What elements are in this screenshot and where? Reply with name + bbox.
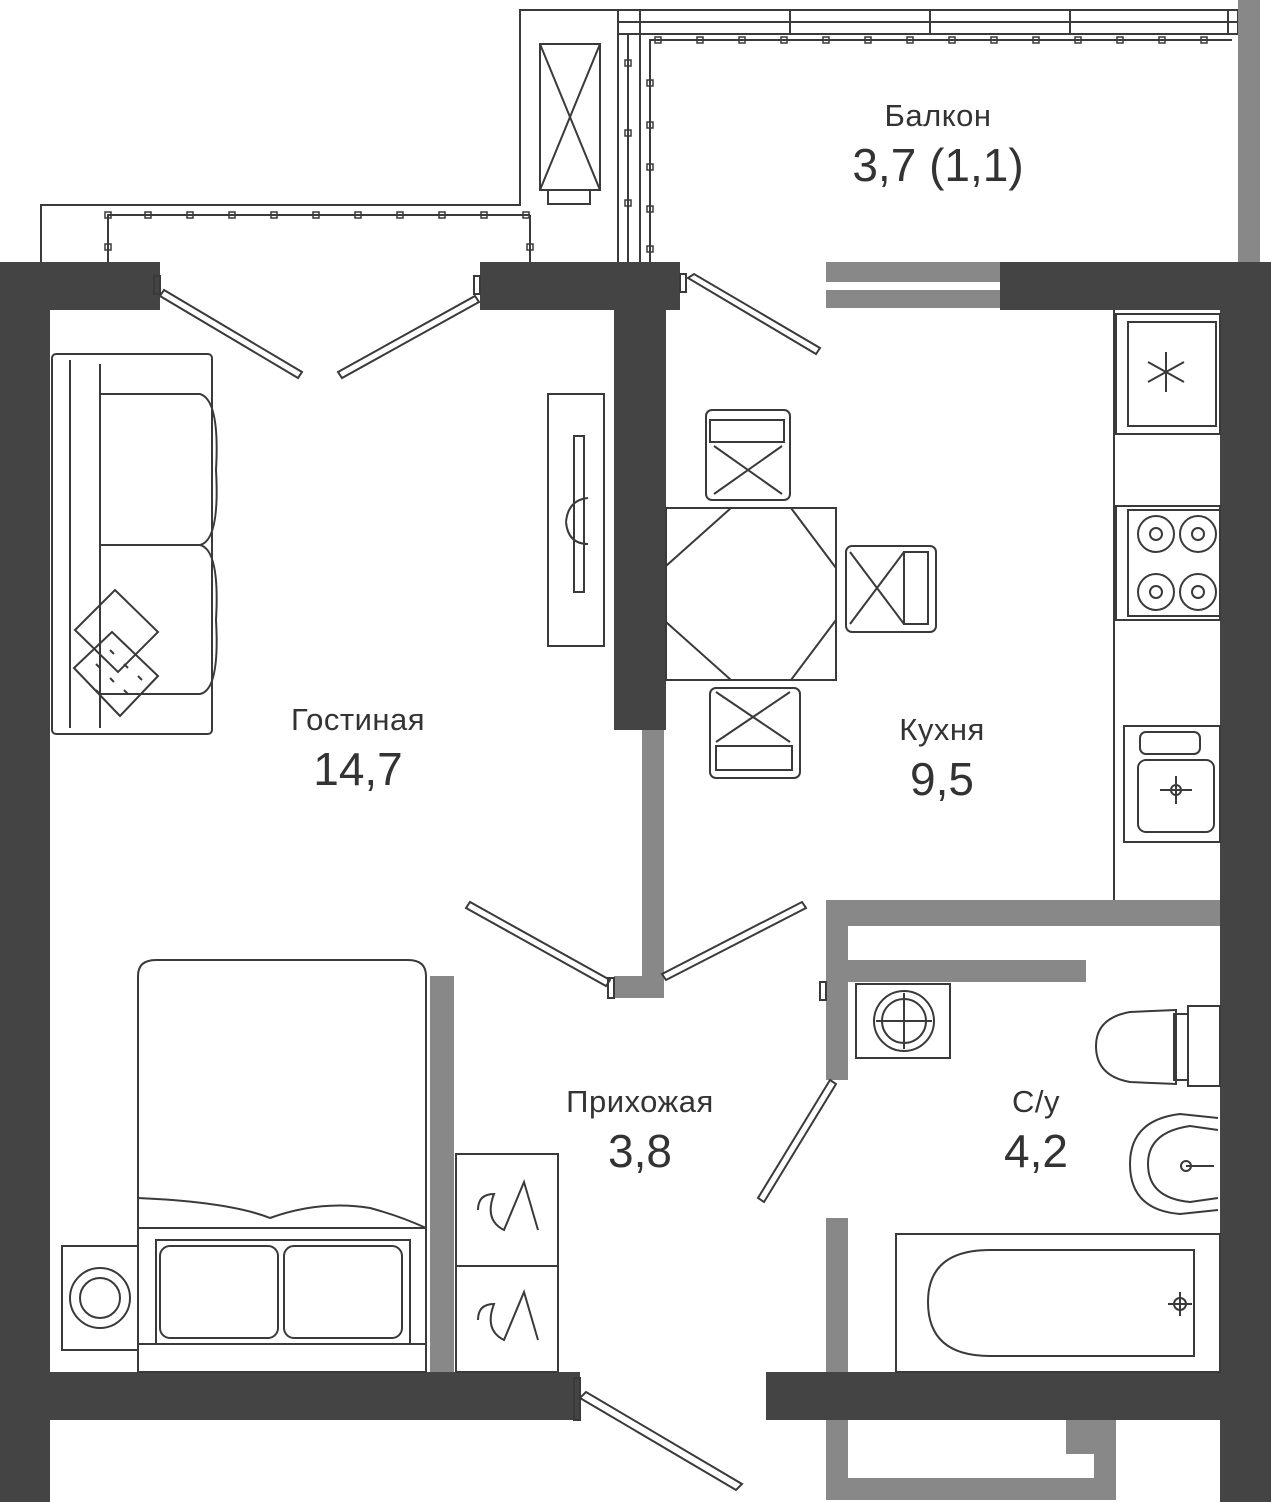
room-area: 9,5 (910, 753, 974, 805)
room-label-living: Гостиная 14,7 (258, 702, 458, 796)
stove-icon (1115, 505, 1221, 621)
tv-icon (547, 393, 605, 647)
room-label-balcony: Балкон 3,7 (1,1) (838, 98, 1038, 192)
wardrobe-icon (455, 1153, 559, 1373)
partition-walls (430, 0, 1260, 1500)
balcony-frame (40, 9, 1239, 262)
room-name: Гостиная (290, 702, 426, 737)
kitchen-sink-icon (1123, 725, 1221, 843)
bathtub-icon (895, 1233, 1221, 1373)
washing-machine-icon (61, 1245, 139, 1351)
room-area: 14,7 (313, 743, 403, 795)
bed-icon (137, 959, 427, 1373)
fridge-icon (1115, 313, 1221, 435)
room-label-bath: С/у 4,2 (936, 1084, 1136, 1178)
room-name: Балкон (884, 98, 992, 133)
room-area: 3,8 (608, 1125, 672, 1177)
cushion-icon (72, 588, 160, 718)
vent-shaft (852, 926, 1062, 960)
washing-machine-icon (855, 983, 951, 1059)
air-conditioner-icon (539, 43, 601, 205)
room-label-kitchen: Кухня 9,5 (842, 712, 1042, 806)
sofa-icon (51, 353, 218, 735)
room-area: 3,7 (1,1) (852, 139, 1024, 191)
dining-table-icon (665, 507, 837, 681)
door-icon (153, 272, 838, 1492)
toilet-icon (1094, 1005, 1221, 1087)
room-label-hall: Прихожая 3,8 (540, 1084, 740, 1178)
washbasin-icon (1128, 1112, 1219, 1216)
exterior-walls (0, 262, 1271, 1502)
room-name: Прихожая (566, 1084, 714, 1119)
room-area: 4,2 (1004, 1125, 1068, 1177)
railing-posts (104, 36, 1208, 253)
room-name: Кухня (899, 712, 985, 747)
chair-icon (705, 409, 937, 779)
room-name: С/у (1012, 1084, 1060, 1119)
